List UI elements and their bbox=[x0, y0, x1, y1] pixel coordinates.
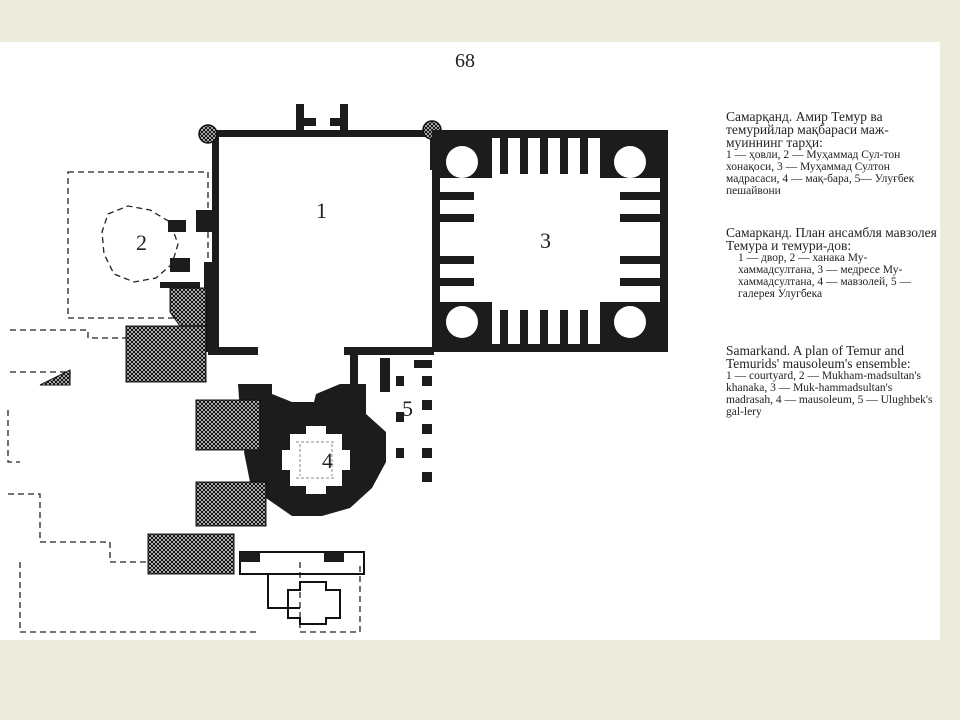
mausoleum-plan bbox=[238, 384, 386, 516]
book-page: 68 bbox=[0, 42, 940, 640]
label-gallery: 5 bbox=[402, 396, 413, 421]
khanaka-walls bbox=[160, 210, 212, 352]
madrasah-plan bbox=[432, 130, 668, 352]
caption-russian: Самарканд. План ансамбля мавзолея Темура… bbox=[726, 226, 940, 300]
label-madrasah: 3 bbox=[540, 228, 551, 253]
caption-uzbek-legend: 1 — ҳовли, 2 — Муҳаммад Сул-тон хонақоси… bbox=[726, 149, 915, 197]
label-mausoleum: 4 bbox=[322, 448, 333, 473]
page-number: 68 bbox=[455, 50, 475, 72]
caption-english-heading: Samarkand. A plan of Temur and Temurids'… bbox=[726, 343, 911, 371]
caption-english: Samarkand. A plan of Temur and Temurids'… bbox=[726, 344, 940, 418]
caption-english-legend: 1 — courtyard, 2 — Mukham-madsultan's kh… bbox=[726, 370, 933, 418]
architectural-floor-plan: 1 2 3 4 5 bbox=[7, 104, 668, 633]
caption-uzbek: Самарқанд. Амир Темур ва темурийлар мақб… bbox=[726, 110, 940, 197]
caption-russian-legend: 1 — двор, 2 — ханака Му-хаммадсултана, 3… bbox=[738, 252, 912, 300]
caption-uzbek-heading: Самарқанд. Амир Темур ва темурийлар мақб… bbox=[726, 109, 889, 150]
caption-russian-heading: Самарканд. План ансамбля мавзолея Темура… bbox=[726, 225, 937, 253]
label-courtyard: 1 bbox=[316, 198, 327, 223]
label-khanaka: 2 bbox=[136, 230, 147, 255]
courtyard-walls bbox=[208, 104, 438, 355]
gallery-walls bbox=[350, 352, 432, 482]
